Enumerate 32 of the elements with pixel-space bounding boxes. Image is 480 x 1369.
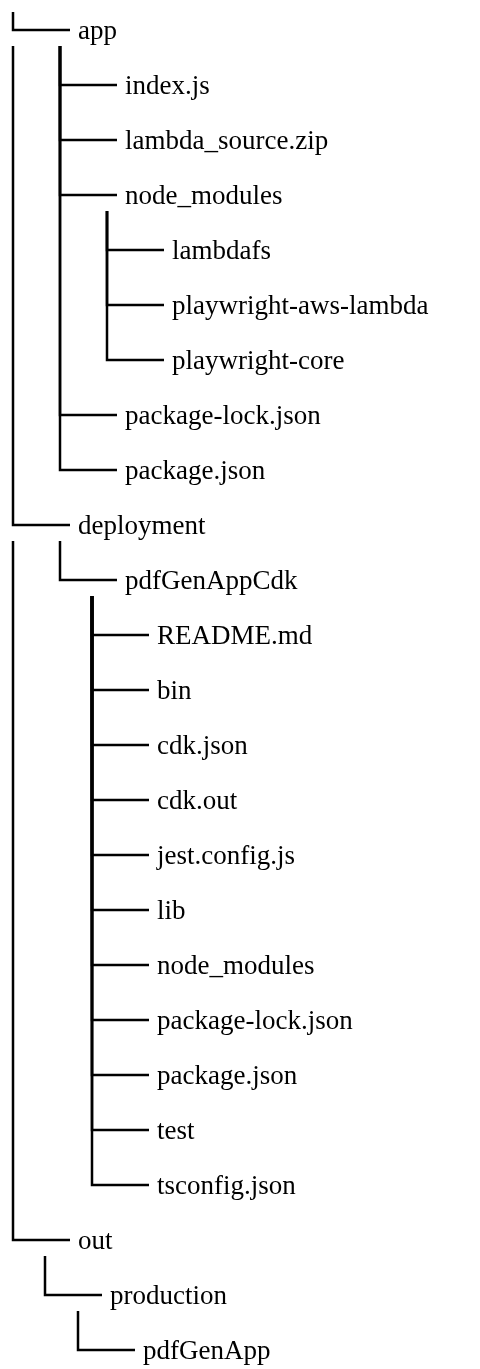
tree-item-label: lambda_source.zip (117, 124, 329, 156)
tree-item-label: production (102, 1279, 227, 1311)
tree-item-label: jest.config.js (149, 839, 295, 871)
tree-connector (11, 12, 70, 32)
tree-connector (76, 1311, 135, 1352)
tree-item-label: package.json (149, 1059, 298, 1091)
tree-item-label: playwright-core (164, 344, 345, 376)
tree-item-label: tsconfig.json (149, 1169, 296, 1201)
tree-item-label: playwright-aws-lambda (164, 289, 429, 321)
tree-connector (58, 541, 117, 582)
tree-connector (11, 46, 70, 527)
tree-item-label: pdfGenAppCdk (117, 564, 298, 596)
tree-item-label: lib (149, 894, 186, 926)
tree-item-label: pdfGenApp (135, 1334, 271, 1366)
tree-item-label: cdk.out (149, 784, 238, 816)
tree-item-label: package-lock.json (117, 399, 321, 431)
tree-item-label: node_modules (117, 179, 283, 211)
tree-connector (105, 211, 164, 362)
tree-item-label: package.json (117, 454, 266, 486)
tree-item-label: node_modules (149, 949, 315, 981)
tree-item-label: test (149, 1114, 195, 1146)
tree-item-label: cdk.json (149, 729, 248, 761)
tree-item-label: lambdafs (164, 234, 271, 266)
tree-connector (11, 541, 70, 1242)
tree-item-label: deployment (70, 509, 206, 541)
tree-item-label: package-lock.json (149, 1004, 353, 1036)
tree-item-label: app (70, 14, 117, 46)
tree-connector (43, 1256, 102, 1297)
tree-item-label: README.md (149, 619, 313, 651)
tree-item-label: bin (149, 674, 192, 706)
tree-item-label: out (70, 1224, 113, 1256)
tree-item-label: index.js (117, 69, 210, 101)
